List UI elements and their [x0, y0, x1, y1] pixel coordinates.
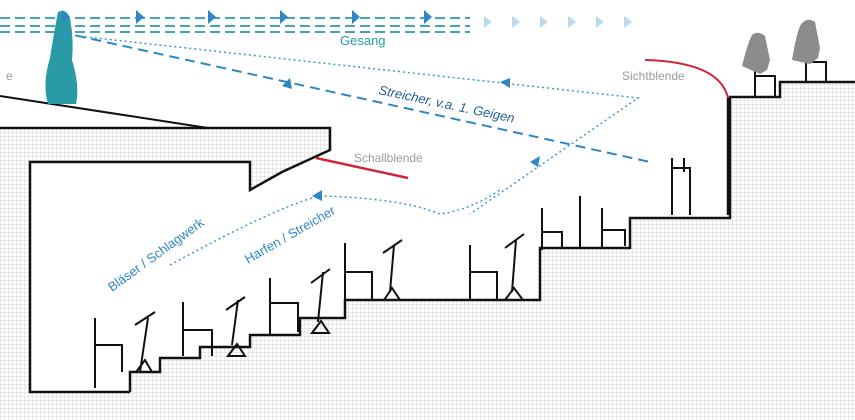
triangle-arrow-icon [312, 190, 322, 201]
triangle-arrow-icon [62, 10, 70, 24]
fading-arrows [484, 16, 632, 28]
chair-icon [344, 243, 373, 300]
triangle-arrow-icon [282, 78, 292, 89]
streicher-sound-path [59, 31, 651, 163]
label-gesang: Gesang [340, 33, 386, 48]
gesang-sound-path [0, 17, 470, 33]
music-stand-icon [310, 268, 331, 334]
label-schallblende: Schallblende [354, 151, 423, 165]
label-sichtblende: Sichtblende [622, 69, 685, 83]
music-stand-icon [382, 239, 403, 301]
chair-icon [94, 318, 123, 388]
label-harfen-streicher: Harfen / Streicher [242, 202, 338, 266]
chair-icon [601, 208, 626, 248]
chair-icon [671, 158, 691, 215]
triangle-arrow-icon [424, 10, 432, 24]
chair-icon [269, 278, 299, 335]
chair-icon [469, 245, 498, 300]
pit-floor-steps [128, 80, 855, 392]
label-streicher-geigen: Streicher, v.a. 1. Geigen [377, 82, 516, 125]
singer-silhouette [45, 10, 78, 105]
reflection-path-lower [169, 189, 501, 266]
label-blaeser-schlagwerk: Bläser / Schlagwerk [105, 214, 207, 294]
music-stand-icon [503, 233, 525, 301]
chair-icon [541, 208, 563, 250]
triangle-arrow-icon [500, 78, 510, 88]
triangle-arrow-icon [280, 10, 288, 24]
music-stand-icon [134, 311, 156, 373]
audience-silhouette-icon [742, 19, 820, 74]
schallblende-panel [315, 156, 409, 180]
masonry-hatching [0, 82, 855, 420]
gesang-arrows [62, 10, 432, 24]
label-cut-letter: e [6, 69, 13, 83]
sight-screen-wall [644, 59, 730, 215]
triangle-arrow-icon [208, 10, 216, 24]
chairs-and-stands [94, 55, 827, 388]
triangle-arrow-icon [136, 10, 144, 24]
stage-wall [0, 95, 332, 394]
music-stand-icon [225, 296, 247, 357]
reflection-path-upper [59, 33, 641, 215]
triangle-arrow-icon [530, 156, 540, 167]
triangle-arrow-icon [352, 10, 360, 24]
chair-icon [182, 302, 213, 356]
